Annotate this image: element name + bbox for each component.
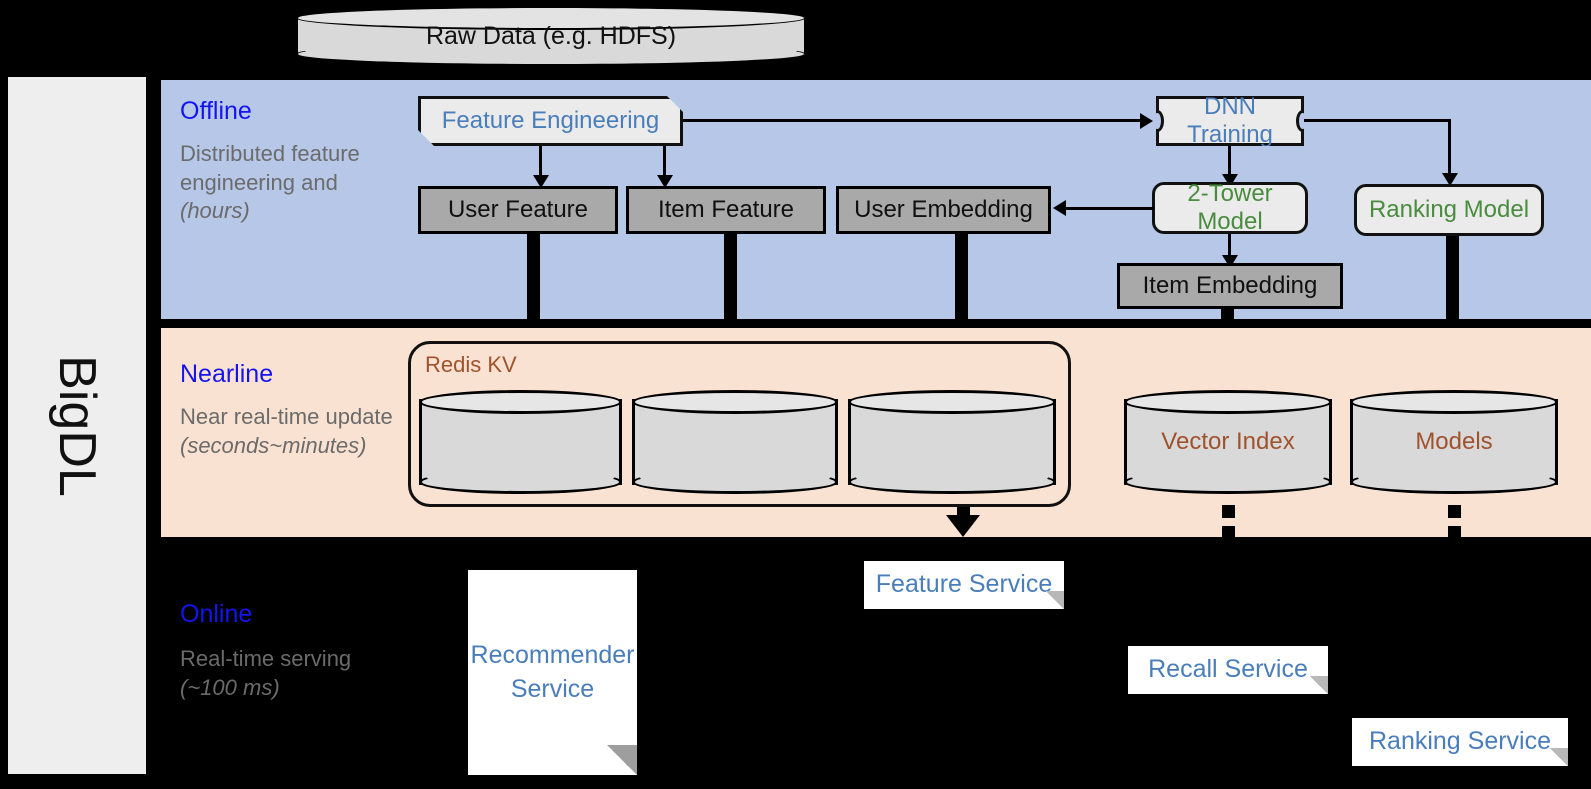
node-2-tower-model-label: 2-Tower Model	[1187, 180, 1273, 235]
cylinder-top	[1124, 390, 1332, 414]
page-fold-icon	[1046, 591, 1064, 609]
vector-index-label: Vector Index	[1161, 428, 1295, 455]
cylinder-bottom	[632, 470, 838, 494]
node-user-embedding-label: User Embedding	[854, 196, 1033, 223]
arrowhead-fe-dnn	[1140, 113, 1153, 129]
node-feature-service-label: Feature Service	[875, 570, 1053, 599]
band-offline-subtitle: Distributed feature engineering and (hou…	[180, 140, 395, 226]
store-user-feature-label	[419, 390, 622, 494]
arrowhead-2tower-userembedding	[1053, 200, 1066, 216]
store-user-embedding-cylinder[interactable]	[848, 390, 1056, 494]
node-ranking-service-label: Ranking Service	[1368, 727, 1552, 756]
page-fold-icon	[1310, 676, 1328, 694]
band-online-subtitle: Real-time serving (~100 ms)	[180, 645, 395, 702]
connector-2tower-userembedding	[1066, 207, 1154, 210]
band-nearline-subtitle-text: Near real-time update	[180, 404, 393, 429]
dot-models-2	[1448, 526, 1461, 539]
node-item-embedding-label: Item Embedding	[1142, 272, 1318, 299]
node-user-feature-label: User Feature	[447, 196, 589, 223]
node-item-feature[interactable]: Item Feature	[626, 186, 826, 234]
node-recall-service-label: Recall Service	[1148, 655, 1308, 684]
connector-dnn-ranking-v	[1448, 119, 1451, 177]
cylinder-top	[632, 390, 838, 414]
connector-fe-dnn	[683, 119, 1145, 122]
node-ranking-model[interactable]: Ranking Model	[1354, 184, 1544, 236]
cylinder-top	[419, 390, 622, 414]
cylinder-bottom	[419, 470, 622, 494]
store-item-feature-cylinder[interactable]	[632, 390, 838, 494]
bigdl-label: BigDL	[48, 354, 107, 497]
node-2-tower-model[interactable]: 2-Tower Model	[1152, 180, 1308, 235]
bigdl-rail: BigDL	[8, 77, 146, 774]
models-label: Models	[1415, 428, 1493, 455]
band-online-title: Online	[180, 600, 253, 628]
page-fold-icon	[1550, 748, 1568, 766]
connector-dnn-ranking-h	[1304, 119, 1451, 122]
node-item-embedding[interactable]: Item Embedding	[1117, 263, 1343, 309]
cylinder-top	[848, 390, 1056, 414]
node-feature-engineering-label: Feature Engineering	[441, 107, 660, 134]
band-nearline-subtitle: Near real-time update (seconds~minutes)	[180, 403, 395, 460]
connector-fe-itemfeature	[663, 146, 666, 179]
connector-2tower-itemembedding	[1228, 234, 1231, 261]
cylinder-bottom	[1124, 470, 1332, 494]
cylinder-bottom	[848, 470, 1056, 494]
dot-models-1	[1448, 505, 1461, 518]
node-user-embedding[interactable]: User Embedding	[836, 186, 1051, 234]
band-offline-subtitle-text: Distributed feature engineering and	[180, 141, 360, 195]
store-item-feature-label	[632, 390, 838, 494]
node-recall-service[interactable]: Recall Service	[1128, 646, 1328, 694]
band-offline-title: Offline	[180, 97, 252, 125]
arrowhead-dnn-ranking	[1442, 173, 1458, 186]
raw-data-cylinder: Raw Data (e.g. HDFS)	[296, 6, 806, 66]
node-dnn-training[interactable]: DNN Training	[1156, 96, 1304, 146]
cylinder-bottom	[296, 42, 806, 66]
band-online-subtitle-italic: (~100 ms)	[180, 674, 280, 700]
cylinder-top	[296, 6, 806, 30]
dot-vector-index-1	[1222, 505, 1235, 518]
arrowhead-fe-itemfeature	[657, 175, 673, 188]
cylinder-top	[1350, 390, 1558, 414]
band-online-subtitle-text: Real-time serving	[180, 646, 352, 671]
connector-dnn-2tower	[1228, 146, 1231, 178]
node-user-feature[interactable]: User Feature	[418, 186, 618, 234]
raw-data-label: Raw Data (e.g. HDFS)	[425, 21, 677, 50]
redis-kv-label: Redis KV	[425, 352, 517, 377]
node-feature-engineering[interactable]: Feature Engineering	[418, 96, 683, 146]
connector-fe-userfeature	[539, 146, 542, 179]
node-item-feature-label: Item Feature	[657, 196, 795, 223]
node-recommender-service-label: Recommender Service	[470, 640, 635, 703]
node-ranking-model-label: Ranking Model	[1368, 196, 1530, 223]
band-offline-subtitle-italic: (hours)	[180, 198, 250, 224]
band-nearline-title: Nearline	[180, 360, 274, 388]
cylinder-bottom	[1350, 470, 1558, 494]
store-user-embedding-label	[848, 390, 1056, 494]
arrowhead-redis-featureservice	[946, 515, 980, 537]
node-ranking-service[interactable]: Ranking Service	[1352, 718, 1568, 766]
node-feature-service[interactable]: Feature Service	[864, 561, 1064, 609]
node-dnn-training-label: DNN Training	[1187, 93, 1273, 148]
redis-kv-container	[408, 341, 1071, 507]
page-fold-icon	[607, 745, 637, 775]
arrowhead-fe-userfeature	[533, 175, 549, 188]
dot-vector-index-2	[1222, 526, 1235, 539]
store-user-feature-cylinder[interactable]	[419, 390, 622, 494]
band-nearline-subtitle-italic: (seconds~minutes)	[180, 432, 367, 458]
node-recommender-service[interactable]: Recommender Service	[468, 570, 637, 775]
models-cylinder[interactable]: Models	[1350, 390, 1558, 494]
vector-index-cylinder[interactable]: Vector Index	[1124, 390, 1332, 494]
